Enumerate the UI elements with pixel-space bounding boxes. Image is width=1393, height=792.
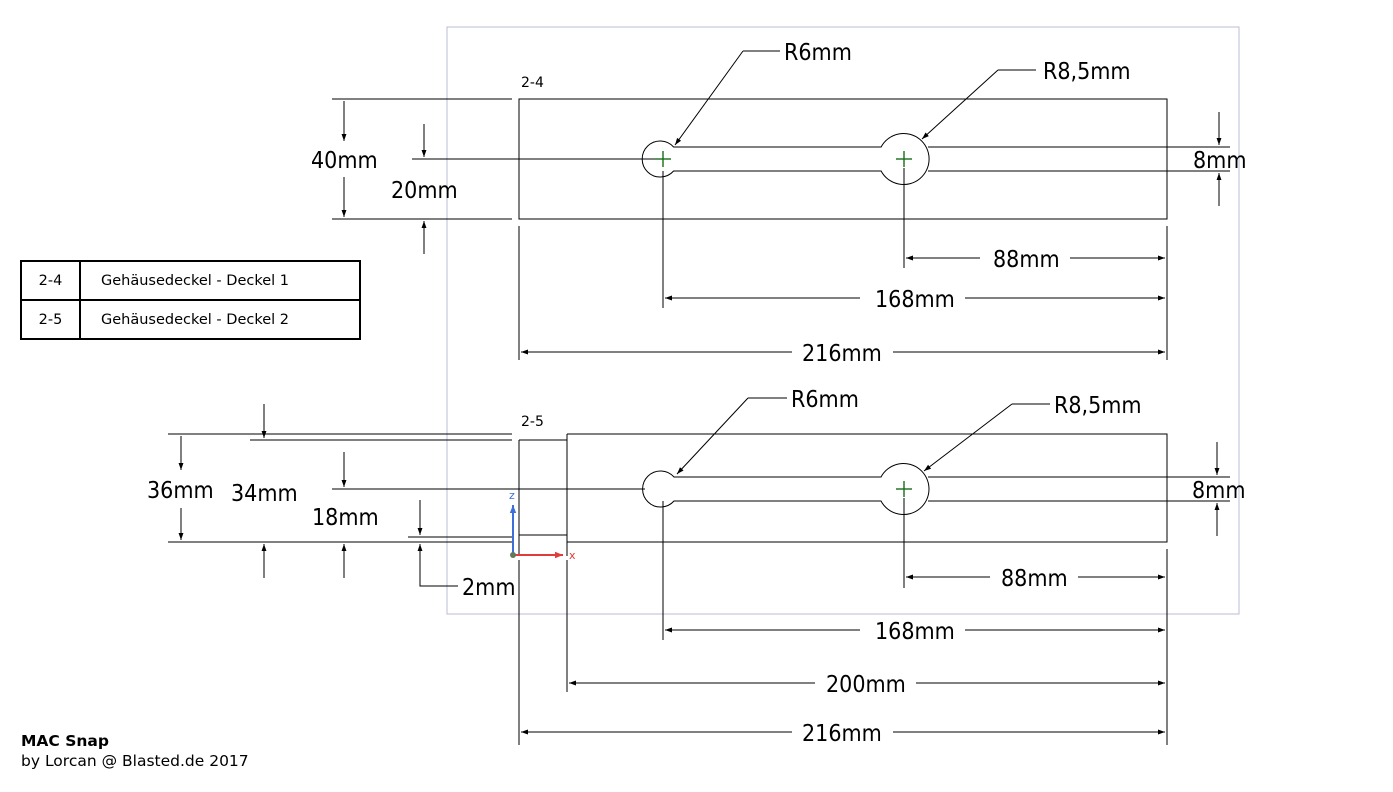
dim-2-5-216: 216mm	[802, 721, 882, 747]
axis-x-label: x	[569, 549, 576, 562]
dim-2-5-200: 200mm	[826, 672, 906, 698]
part-2-4-dimension-lines	[341, 50, 1222, 355]
dim-2-5-88: 88mm	[1001, 566, 1068, 592]
dim-2-4-88: 88mm	[993, 247, 1060, 273]
dim-2-5-r6: R6mm	[791, 387, 859, 413]
credits: MAC Snap by Lorcan @ Blasted.de 2017	[21, 731, 249, 771]
axis-indicator: z x	[509, 489, 576, 562]
part-2-4-center-marks	[655, 151, 912, 167]
parts-legend-table: 2-4 Gehäusedeckel - Deckel 1 2-5 Gehäuse…	[20, 260, 361, 340]
credits-byline: by Lorcan @ Blasted.de 2017	[21, 752, 249, 770]
part-2-5: 2-5	[147, 387, 1245, 747]
legend-id: 2-4	[20, 260, 81, 301]
credits-title: MAC Snap	[21, 732, 109, 750]
dim-2-4-r6: R6mm	[784, 40, 852, 66]
axis-z-label: z	[509, 489, 515, 502]
part-2-4-extension-lines	[332, 98, 1230, 360]
part-2-4: 2-4	[311, 40, 1246, 367]
dim-2-4-height: 40mm	[311, 148, 378, 174]
legend-row: 2-5 Gehäusedeckel - Deckel 2	[20, 299, 361, 340]
part-2-5-center-marks	[896, 481, 912, 497]
part-2-4-label: 2-4	[521, 75, 544, 91]
dim-2-4-168: 168mm	[875, 287, 955, 313]
part-2-5-extension-lines	[168, 433, 1230, 745]
legend-description: Gehäusedeckel - Deckel 2	[79, 299, 361, 340]
part-2-5-outline	[518, 433, 1168, 556]
legend-id: 2-5	[20, 299, 81, 340]
dim-2-5-168: 168mm	[875, 619, 955, 645]
dim-2-5-18: 18mm	[312, 505, 379, 531]
dim-2-4-216: 216mm	[802, 341, 882, 367]
part-2-5-dimension-lines	[178, 397, 1220, 735]
part-2-4-slot	[641, 133, 930, 185]
legend-row: 2-4 Gehäusedeckel - Deckel 1	[20, 260, 361, 301]
dim-2-5-36: 36mm	[147, 478, 214, 504]
dim-2-5-r85: R8,5mm	[1054, 393, 1142, 419]
dim-2-5-34: 34mm	[231, 481, 298, 507]
part-2-5-slot	[642, 463, 930, 515]
dim-2-5-slot: 8mm	[1192, 478, 1245, 504]
sheet-frame	[446, 26, 1240, 615]
dim-2-4-center: 20mm	[391, 178, 458, 204]
dim-2-4-slot: 8mm	[1193, 148, 1246, 174]
dim-2-5-2: 2mm	[462, 575, 515, 601]
part-2-5-label: 2-5	[521, 414, 544, 430]
legend-description: Gehäusedeckel - Deckel 1	[79, 260, 361, 301]
dim-2-4-r85: R8,5mm	[1043, 59, 1131, 85]
